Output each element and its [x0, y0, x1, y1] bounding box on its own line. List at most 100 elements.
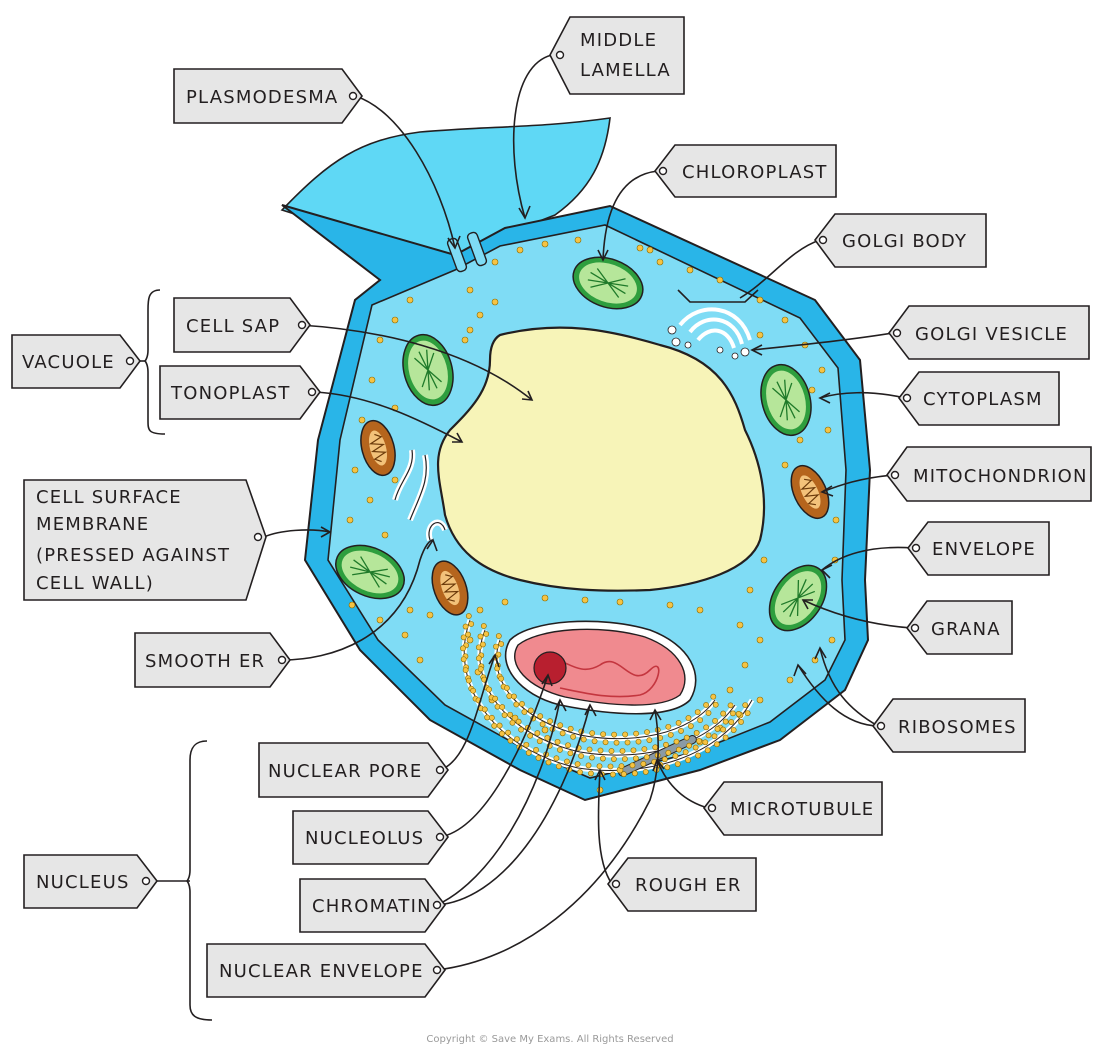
svg-text:GOLGI VESICLE: GOLGI VESICLE — [915, 324, 1068, 345]
er-ribosome — [492, 695, 499, 702]
er-ribosome — [503, 685, 510, 691]
ribosome-dot — [832, 516, 840, 524]
svg-text:GRANA: GRANA — [931, 619, 1001, 640]
er-ribosome — [533, 747, 539, 753]
er-ribosome — [580, 736, 587, 743]
ribosome-dot — [426, 611, 434, 619]
er-ribosome — [559, 730, 566, 737]
er-ribosome — [521, 709, 528, 715]
er-ribosome — [705, 732, 712, 739]
golgi-vesicles — [667, 325, 750, 360]
er-ribosome — [652, 744, 659, 751]
er-ribosome — [643, 754, 650, 761]
copyright-notice: Copyright © Save My Exams. All Rights Re… — [426, 1034, 673, 1045]
label-microtubule: MICROTUBULE — [702, 781, 883, 836]
er-ribosome — [460, 656, 467, 663]
label-smooth-er: SMOOTH ER — [134, 632, 291, 688]
er-ribosome — [539, 721, 546, 728]
label-plasmodesma: PLASMODESMA — [173, 68, 363, 124]
ribosome-dot — [466, 636, 474, 644]
er-ribosome — [476, 655, 482, 662]
er-ribosome — [462, 623, 469, 630]
er-ribosome — [468, 621, 475, 627]
ribosome-dot — [541, 240, 549, 248]
er-ribosome — [499, 704, 506, 710]
er-ribosome — [641, 746, 648, 753]
svg-text:CHLOROPLAST: CHLOROPLAST — [682, 162, 828, 183]
er-ribosome — [465, 631, 471, 638]
er-ribosome — [720, 726, 727, 733]
ribosome-dot — [811, 656, 819, 664]
label-rough-er: ROUGH ER — [606, 857, 757, 912]
ribosome-dot — [796, 436, 804, 444]
er-ribosome — [661, 756, 668, 763]
er-ribosome — [607, 763, 614, 770]
er-ribosome — [535, 755, 542, 761]
ribosome-dot — [808, 386, 816, 394]
er-ribosome — [515, 718, 522, 725]
er-ribosome — [570, 733, 576, 740]
svg-text:RIBOSOMES: RIBOSOMES — [898, 717, 1017, 738]
svg-text:NUCLEOLUS: NUCLEOLUS — [305, 828, 424, 849]
er-ribosome — [498, 641, 505, 647]
svg-text:VACUOLE: VACUOLE — [22, 352, 115, 373]
er-ribosome — [609, 771, 616, 778]
er-ribosome — [608, 748, 615, 754]
svg-text:NUCLEAR PORE: NUCLEAR PORE — [268, 761, 422, 782]
er-ribosome — [547, 718, 553, 725]
ribosome-dot — [491, 298, 499, 306]
ribosome-dot — [511, 714, 519, 722]
er-ribosome — [514, 736, 520, 742]
er-ribosome — [646, 737, 653, 744]
er-ribosome — [722, 718, 729, 725]
er-ribosome — [498, 675, 505, 682]
er-ribosome — [665, 723, 672, 730]
ribosome-dot — [366, 496, 374, 504]
er-ribosome — [567, 750, 574, 757]
er-ribosome — [683, 734, 690, 741]
er-ribosome — [720, 710, 727, 717]
ribosome-dot — [501, 598, 509, 606]
plasmodesmata — [446, 231, 488, 273]
label-golgi-body: GOLGI BODY — [813, 213, 987, 268]
svg-text:SMOOTH ER: SMOOTH ER — [145, 651, 265, 672]
er-ribosome — [511, 693, 517, 700]
er-ribosome — [711, 733, 718, 740]
ribosome-dot — [781, 461, 789, 469]
ribosome-dot — [756, 296, 764, 304]
svg-text:CELL SURFACE: CELL SURFACE — [36, 487, 182, 508]
er-ribosome — [505, 729, 511, 736]
ribosome-dot — [406, 296, 414, 304]
er-ribosome — [686, 742, 693, 749]
er-ribosome — [619, 748, 626, 754]
er-ribosome — [673, 738, 680, 745]
ribosome-dot — [348, 601, 356, 609]
er-ribosome — [509, 719, 516, 726]
er-ribosome — [730, 710, 736, 717]
er-ribosome — [697, 717, 704, 724]
er-ribosome — [518, 726, 524, 733]
ribosome-dot — [636, 244, 644, 252]
label-tonoplast: TONOPLAST — [159, 365, 322, 420]
er-ribosome — [527, 732, 534, 739]
er-ribosome — [678, 728, 684, 734]
label-tags: PLASMODESMA MIDDLE LAMELLA CHLOROPLAST G… — [11, 16, 1092, 998]
chloroplasts — [335, 256, 828, 632]
svg-text:CHROMATIN: CHROMATIN — [312, 896, 432, 917]
er-ribosome — [462, 667, 469, 674]
er-ribosome — [554, 738, 561, 745]
er-ribosome — [710, 693, 717, 700]
er-ribosome — [744, 710, 751, 716]
er-ribosome — [493, 643, 499, 650]
ribosome-dot — [376, 336, 384, 344]
er-ribosome — [624, 739, 631, 746]
er-ribosome — [693, 730, 700, 736]
er-ribosome — [465, 613, 472, 619]
er-ribosome — [695, 752, 701, 759]
label-envelope: ENVELOPE — [906, 521, 1050, 576]
ribosome-dot — [516, 246, 524, 254]
er-ribosome — [578, 753, 584, 759]
er-ribosome — [574, 761, 581, 768]
er-ribosome — [635, 738, 642, 745]
ribosome-dot — [351, 466, 359, 474]
